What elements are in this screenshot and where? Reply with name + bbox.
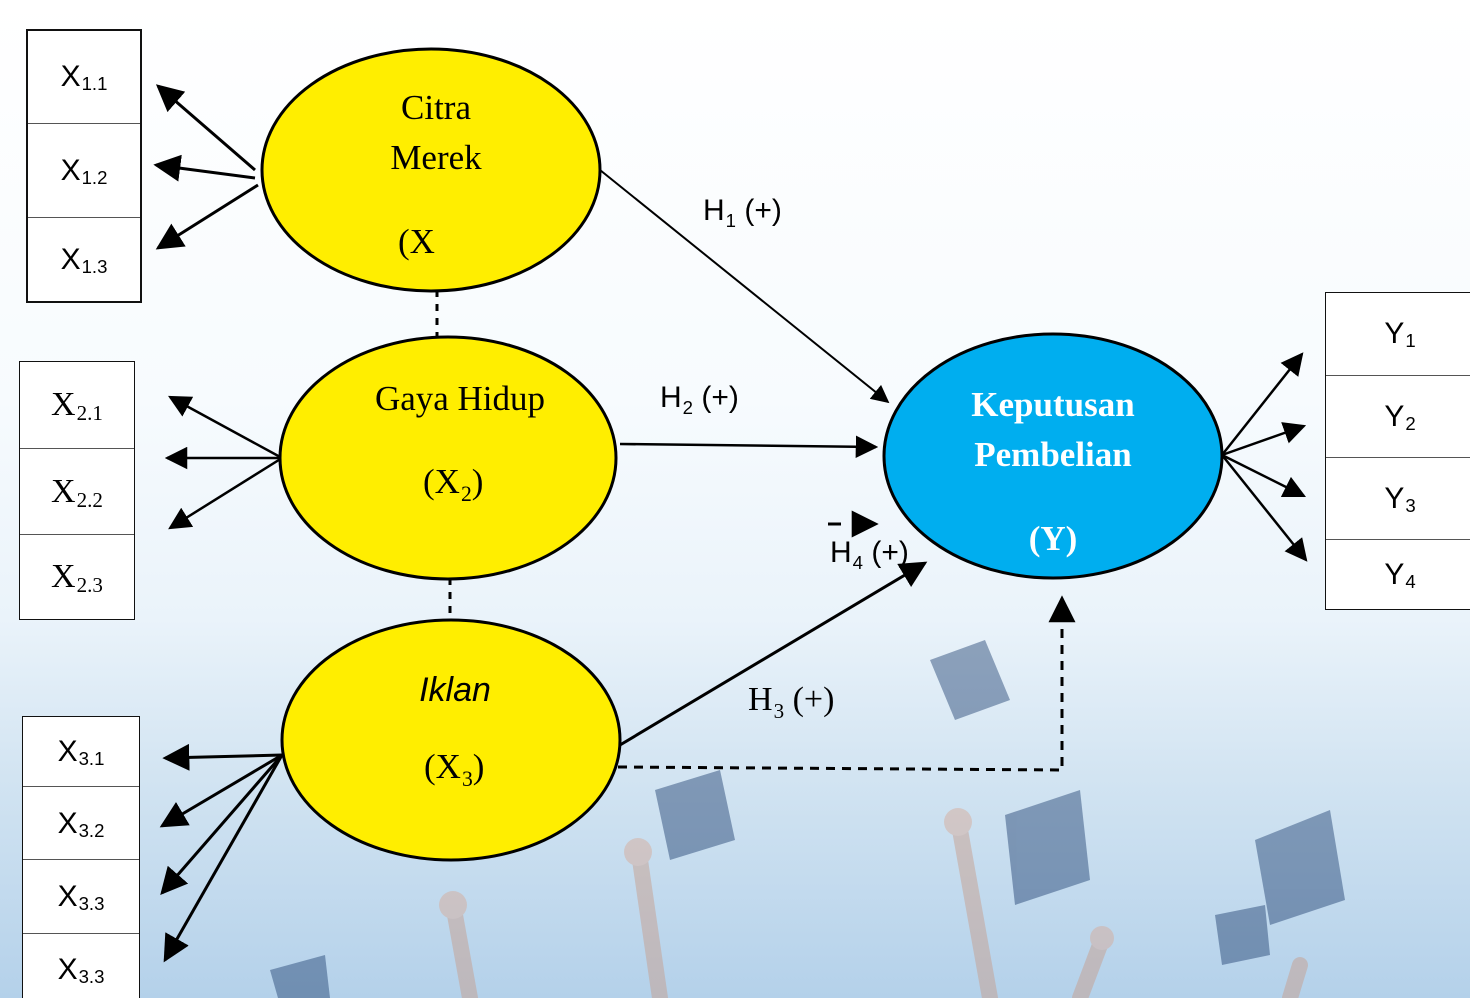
construct-y-name-line2: Pembelian [974,435,1132,474]
loading-arrow-x1-1 [155,84,256,172]
path-h2-arrow [619,435,879,459]
loading-arrow-x3-1 [162,743,283,771]
loading-arrow-y-1 [1221,352,1304,456]
construct-x1-name-line1: Citra [401,88,471,127]
construct-x2-ellipse [278,335,618,581]
loading-arrow-y-4 [1221,454,1308,562]
path-h3-arrow [619,561,928,747]
loading-arrow-y-2 [1221,422,1307,457]
hypothesis-h4-label: H4 (+) [830,536,909,574]
hypothesis-h1-label: H1 (+) [703,194,782,232]
construct-x3-ellipse [280,618,622,862]
loading-arrow-x1-3 [155,183,259,250]
construct-x1-name-line2: Merek [390,138,482,177]
loading-arrow-y-3 [1221,453,1307,498]
construct-x3-name: Iklan [419,671,491,709]
moderation-dashed-path [617,595,1076,772]
construct-y-ellipse [882,332,1224,580]
loading-arrow-x3-4 [163,754,284,963]
loading-arrow-x2-1 [168,395,283,460]
construct-x1-ellipse [260,47,602,293]
loading-arrow-x3-2 [159,753,283,828]
loading-arrow-x2-3 [168,456,283,530]
construct-x2-code: (X2) [423,462,484,507]
construct-y-name-line1: Keputusan [971,385,1135,424]
construct-x3-code: (X3) [424,747,485,792]
path-h1-arrow [599,169,890,404]
hypothesis-h2-label: H2 (+) [660,381,739,419]
construct-x2-name: Gaya Hidup [374,379,546,418]
loading-arrow-x3-3 [160,754,284,896]
construct-y-code: (Y) [1028,519,1078,558]
loading-arrow-x1-2 [153,154,256,182]
hypothesis-h3-label: H3 (+) [748,681,835,723]
construct-x1-code: (X [398,222,435,261]
